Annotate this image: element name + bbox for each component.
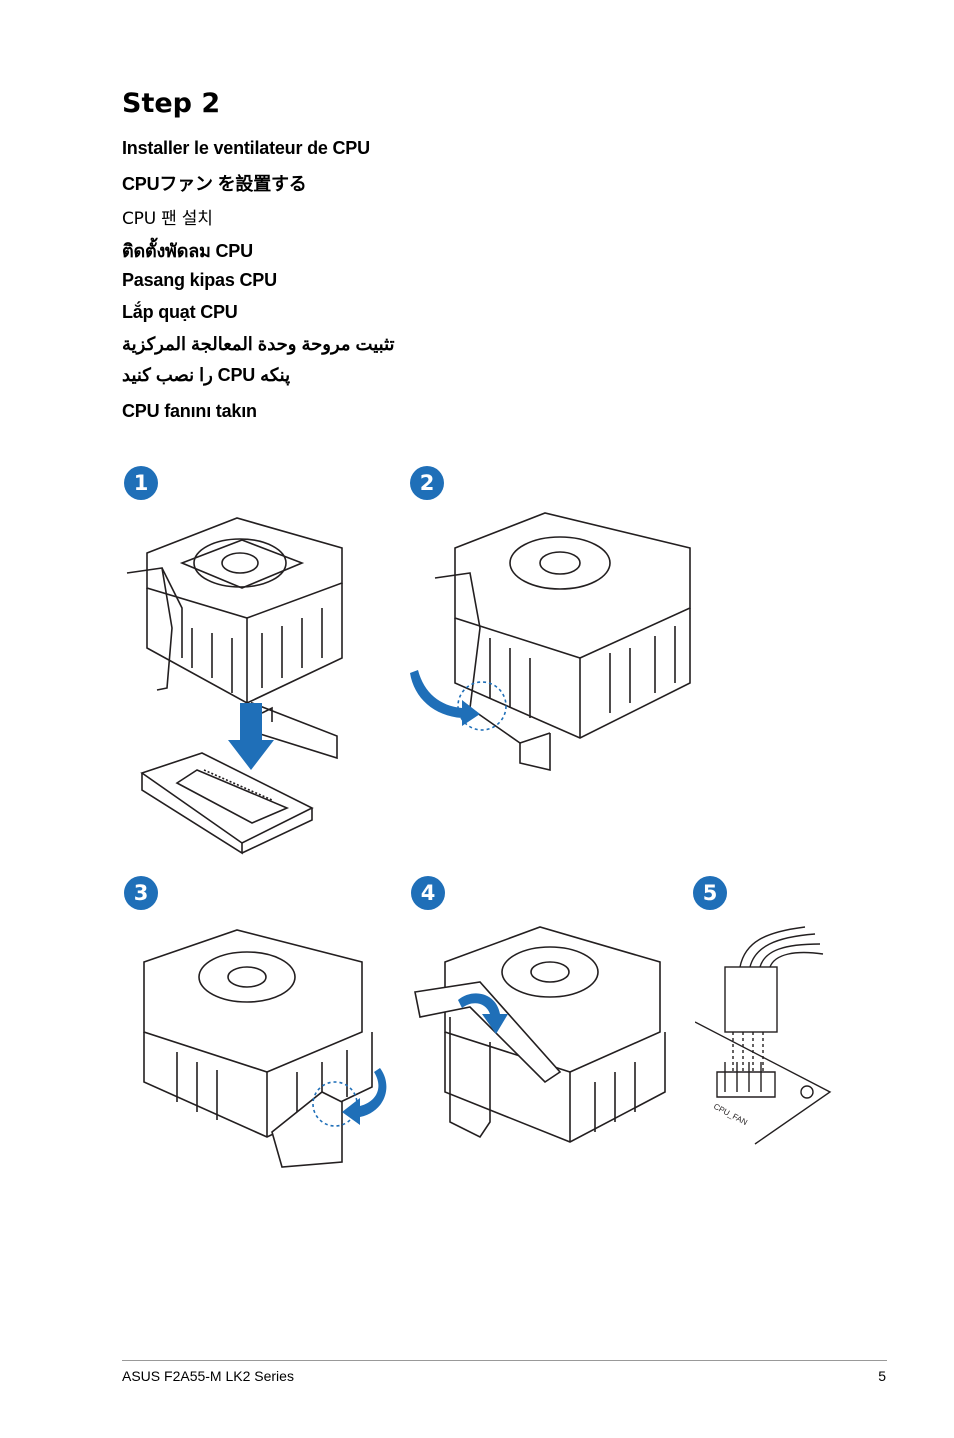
heading-indonesian: Pasang kipas CPU <box>122 270 277 290</box>
heading-vietnamese: Lắp quạt CPU <box>122 302 238 322</box>
heading-korean: CPU 팬 설치 <box>122 209 213 229</box>
cpu-fan-label: CPU_FAN <box>712 1102 749 1127</box>
footer-product: ASUS F2A55-M LK2 Series <box>122 1368 294 1384</box>
step-marker-3: 3 <box>124 876 158 910</box>
page-number: 5 <box>878 1368 886 1384</box>
rotate-arrow-icon <box>458 993 508 1034</box>
socket-icon <box>140 701 338 855</box>
illustration-attach-clip <box>410 512 691 772</box>
rotate-arrow-icon <box>410 670 480 726</box>
down-arrow-icon <box>228 703 274 770</box>
heading-french: Installer le ventilateur de CPU <box>122 138 370 158</box>
heading-thai: ติดตั้งพัดลม CPU <box>122 241 253 261</box>
illustration-lock-lever <box>414 926 666 1143</box>
step-marker-4: 4 <box>411 876 445 910</box>
heading-turkish: CPU fanını takın <box>122 401 257 421</box>
rotate-arrow-icon <box>342 1068 387 1125</box>
illustration-clip-other-side <box>143 929 387 1168</box>
cooler-icon <box>126 517 343 704</box>
step-marker-1: 1 <box>124 466 158 500</box>
footer-rule <box>122 1360 887 1361</box>
illustration-fan-connector: CPU_FAN <box>695 926 832 1145</box>
step-marker-5: 5 <box>693 876 727 910</box>
heading-arabic: تثبيت مروحة وحدة المعالجة المركزية <box>122 334 395 354</box>
step-marker-2: 2 <box>410 466 444 500</box>
step-title: Step 2 <box>122 88 221 119</box>
illustration-lower-cooler <box>126 517 343 855</box>
heading-persian: پنکه CPU را نصب کنید <box>122 365 291 385</box>
heading-japanese: CPUファン を設置する <box>122 174 307 194</box>
